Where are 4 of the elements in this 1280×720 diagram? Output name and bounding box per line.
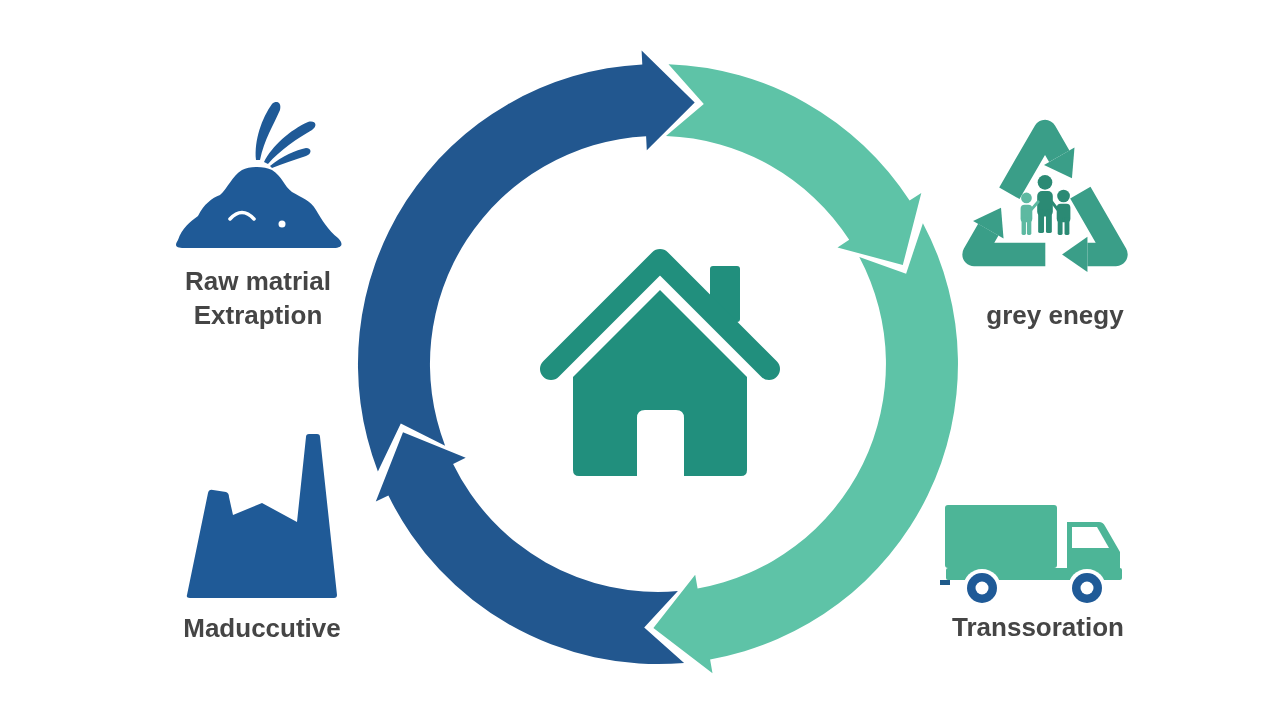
stage-label: Maduccutive: [183, 612, 341, 645]
stage-label: Raw matrial Extraption: [184, 265, 332, 332]
stage-label: grey enegy: [986, 299, 1124, 332]
stage-label: Transsoration: [952, 611, 1124, 644]
